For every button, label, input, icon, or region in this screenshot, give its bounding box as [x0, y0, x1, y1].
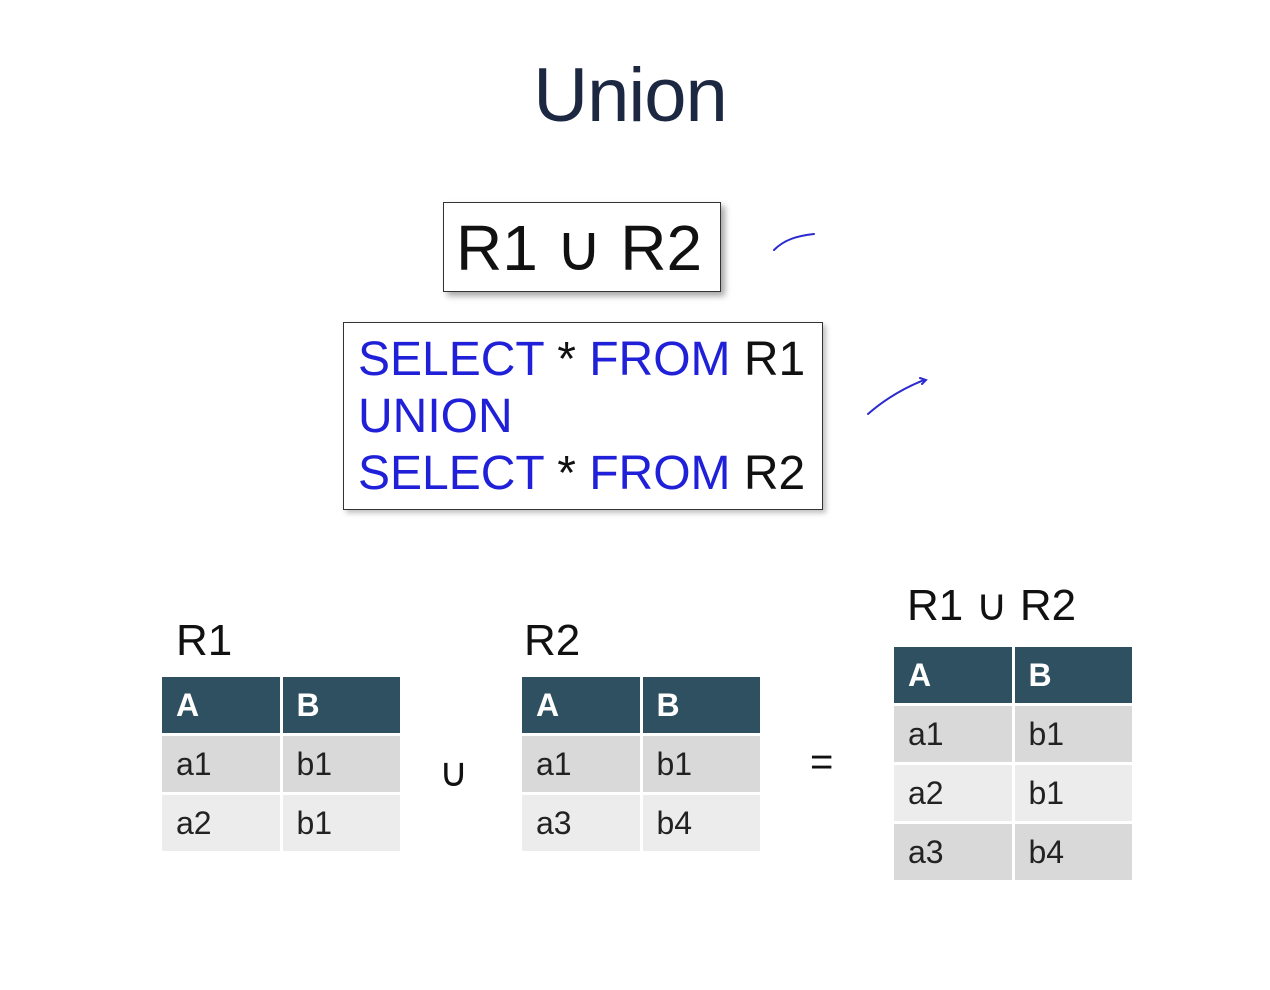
sql-line-2: UNION	[358, 388, 822, 445]
sql-query-box: SELECT * FROM R1 UNION SELECT * FROM R2	[343, 322, 823, 510]
table-r2-label: R2	[524, 616, 581, 665]
table-r1-label: R1	[176, 616, 233, 665]
table-row: a1 b1	[522, 734, 760, 795]
sql-keyword-from: FROM	[589, 333, 731, 386]
column-header: B	[281, 677, 400, 736]
table-row: a2 b1	[894, 763, 1132, 824]
sql-keyword-from: FROM	[589, 447, 731, 500]
table-cell: b4	[641, 793, 760, 854]
table-header-row: A B	[162, 677, 400, 736]
table-result-label: R1 ∪ R2	[907, 581, 1077, 630]
sql-line-3: SELECT * FROM R2	[358, 445, 822, 502]
table-row: a3 b4	[894, 822, 1132, 883]
table-cell: a1	[894, 704, 1015, 765]
table-cell: b1	[281, 793, 400, 854]
table-row: a3 b4	[522, 793, 760, 854]
column-header: A	[522, 677, 643, 736]
sql-relation-r1: R1	[730, 333, 806, 386]
sql-keyword-union: UNION	[358, 390, 513, 443]
table-row: a1 b1	[162, 734, 400, 795]
table-cell: a1	[162, 734, 283, 795]
table-cell: b1	[1013, 763, 1132, 824]
table-cell: b1	[281, 734, 400, 795]
sql-relation-r2: R2	[730, 447, 806, 500]
table-r2: A B a1 b1 a3 b4	[522, 677, 760, 854]
table-cell: a3	[894, 822, 1015, 883]
table-cell: b1	[641, 734, 760, 795]
union-operator: ∪	[439, 751, 469, 795]
table-cell: a1	[522, 734, 643, 795]
table-cell: b1	[1013, 704, 1132, 765]
formula-left-relation: R1	[456, 212, 538, 284]
table-row: a1 b1	[894, 704, 1132, 765]
table-header-row: A B	[894, 647, 1132, 706]
pen-checkmark-1	[773, 233, 815, 251]
sql-keyword-select: SELECT	[358, 333, 544, 386]
column-header: A	[894, 647, 1015, 706]
slide-title: Union	[533, 53, 728, 138]
table-row: a2 b1	[162, 793, 400, 854]
column-header: A	[162, 677, 283, 736]
sql-star: *	[543, 447, 590, 500]
table-header-row: A B	[522, 677, 760, 736]
equals-operator: =	[810, 740, 834, 784]
relational-algebra-formula: R1 ∪ R2	[443, 202, 721, 292]
union-symbol: ∪	[555, 212, 603, 284]
table-cell: a2	[162, 793, 283, 854]
table-cell: a2	[894, 763, 1015, 824]
table-cell: b4	[1013, 822, 1132, 883]
column-header: B	[1013, 647, 1132, 706]
table-result: A B a1 b1 a2 b1 a3 b4	[894, 647, 1132, 883]
sql-line-1: SELECT * FROM R1	[358, 331, 822, 388]
table-r1: A B a1 b1 a2 b1	[162, 677, 400, 854]
pen-checkmark-2	[867, 377, 928, 415]
sql-star: *	[543, 333, 590, 386]
formula-right-relation: R2	[620, 212, 703, 284]
table-cell: a3	[522, 793, 643, 854]
column-header: B	[641, 677, 760, 736]
sql-keyword-select: SELECT	[358, 447, 544, 500]
